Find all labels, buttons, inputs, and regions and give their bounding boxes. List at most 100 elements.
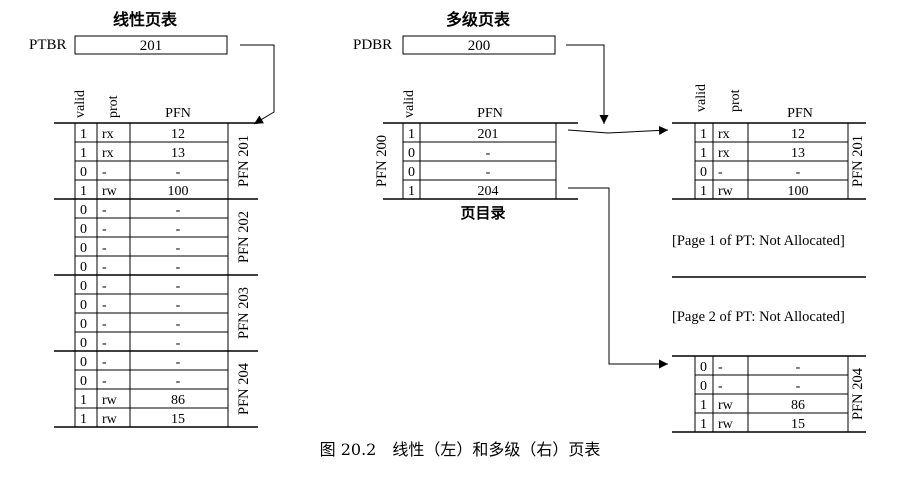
table-cell: 204: [478, 184, 499, 199]
table-cell: -: [102, 355, 107, 370]
table-cell: rw: [718, 398, 734, 413]
page-frame-label: PFN 204: [850, 367, 866, 420]
pdbr-value: 200: [468, 38, 491, 54]
table-cell: 86: [791, 398, 805, 413]
linear-title: 线性页表: [113, 10, 178, 29]
table-cell: 0: [408, 165, 415, 180]
multi-title: 多级页表: [446, 10, 511, 29]
table-cell: -: [176, 165, 181, 180]
table-cell: 0: [80, 241, 87, 256]
table-cell: 0: [408, 146, 415, 161]
table-cell: 0: [700, 360, 707, 375]
pt201-header-pfn: PFN: [787, 106, 813, 121]
table-cell: -: [102, 374, 107, 389]
ptbr-arrow: [240, 44, 275, 125]
linear-header-valid: valid: [73, 90, 88, 118]
linear-header-prot: prot: [106, 95, 121, 118]
table-cell: rx: [102, 146, 114, 161]
table-cell: 1: [80, 184, 87, 199]
table-cell: -: [718, 379, 723, 394]
table-cell: 100: [788, 184, 809, 199]
page-frame-label: PFN 201: [236, 135, 252, 187]
table-cell: -: [176, 355, 181, 370]
table-cell: 100: [168, 184, 189, 199]
table-cell: -: [796, 360, 801, 375]
table-cell: -: [102, 317, 107, 332]
table-cell: -: [102, 203, 107, 218]
table-cell: -: [718, 165, 723, 180]
page-frame-label: PFN 201: [850, 135, 866, 187]
ptbr-label: PTBR: [29, 37, 67, 53]
table-cell: -: [176, 279, 181, 294]
table-cell: 0: [80, 317, 87, 332]
table-cell: -: [486, 165, 491, 180]
table-cell: -: [176, 374, 181, 389]
table-cell: 0: [80, 203, 87, 218]
figure-caption: 图 20.2 线性（左）和多级（右）页表: [319, 440, 601, 459]
pt201-header-prot: prot: [728, 89, 743, 112]
table-cell: 12: [171, 127, 185, 142]
table-cell: -: [176, 222, 181, 237]
table-cell: 15: [171, 412, 185, 427]
directory-header-valid: valid: [402, 90, 417, 118]
not-allocated-page-1: [Page 1 of PT: Not Allocated]: [672, 233, 845, 249]
table-cell: rw: [718, 417, 734, 432]
table-cell: 0: [80, 298, 87, 313]
table-cell: 1: [80, 127, 87, 142]
table-cell: 1: [80, 146, 87, 161]
table-cell: -: [102, 241, 107, 256]
table-cell: 0: [80, 222, 87, 237]
pdbr-label: PDBR: [353, 37, 392, 53]
directory-caption: 页目录: [460, 205, 505, 222]
table-cell: -: [102, 279, 107, 294]
table-cell: -: [176, 260, 181, 275]
page-frame-label: PFN 203: [236, 287, 252, 339]
linear-header-pfn: PFN: [165, 106, 191, 121]
table-cell: -: [718, 360, 723, 375]
table-cell: rx: [718, 127, 730, 142]
table-cell: rx: [718, 146, 730, 161]
ptbr-box: [74, 35, 228, 55]
table-cell: 1: [700, 184, 707, 199]
table-cell: 13: [171, 146, 185, 161]
table-cell: -: [102, 165, 107, 180]
table-cell: 1: [700, 146, 707, 161]
table-cell: 12: [791, 127, 805, 142]
pt201-header-valid: valid: [694, 84, 709, 112]
table-cell: rx: [102, 127, 114, 142]
not-allocated-page-2: [Page 2 of PT: Not Allocated]: [672, 309, 845, 325]
table-cell: 13: [791, 146, 805, 161]
page-frame-label: PFN 202: [236, 211, 252, 263]
table-cell: -: [102, 336, 107, 351]
table-cell: rw: [102, 393, 118, 408]
ptbr-value: 201: [140, 38, 163, 54]
table-cell: -: [176, 241, 181, 256]
table-cell: rw: [102, 184, 118, 199]
table-cell: -: [102, 298, 107, 313]
directory-header-pfn: PFN: [477, 106, 503, 121]
table-cell: -: [102, 260, 107, 275]
table-cell: 0: [80, 374, 87, 389]
pdbr-arrow: [566, 44, 609, 124]
table-cell: 1: [700, 127, 707, 142]
table-cell: 0: [80, 165, 87, 180]
table-cell: 1: [700, 398, 707, 413]
table-cell: -: [102, 222, 107, 237]
table-cell: 1: [80, 393, 87, 408]
table-cell: 15: [791, 417, 805, 432]
table-cell: -: [796, 379, 801, 394]
table-cell: -: [486, 146, 491, 161]
table-cell: 0: [80, 279, 87, 294]
table-cell: 1: [408, 184, 415, 199]
page-frame-label: PFN 200: [374, 135, 390, 187]
table-cell: -: [176, 336, 181, 351]
table-cell: 0: [80, 355, 87, 370]
directory-to-pfn201-arrow: [567, 125, 669, 135]
table-cell: 0: [700, 165, 707, 180]
table-cell: -: [176, 298, 181, 313]
directory-to-pfn204-arrow: [568, 187, 668, 369]
